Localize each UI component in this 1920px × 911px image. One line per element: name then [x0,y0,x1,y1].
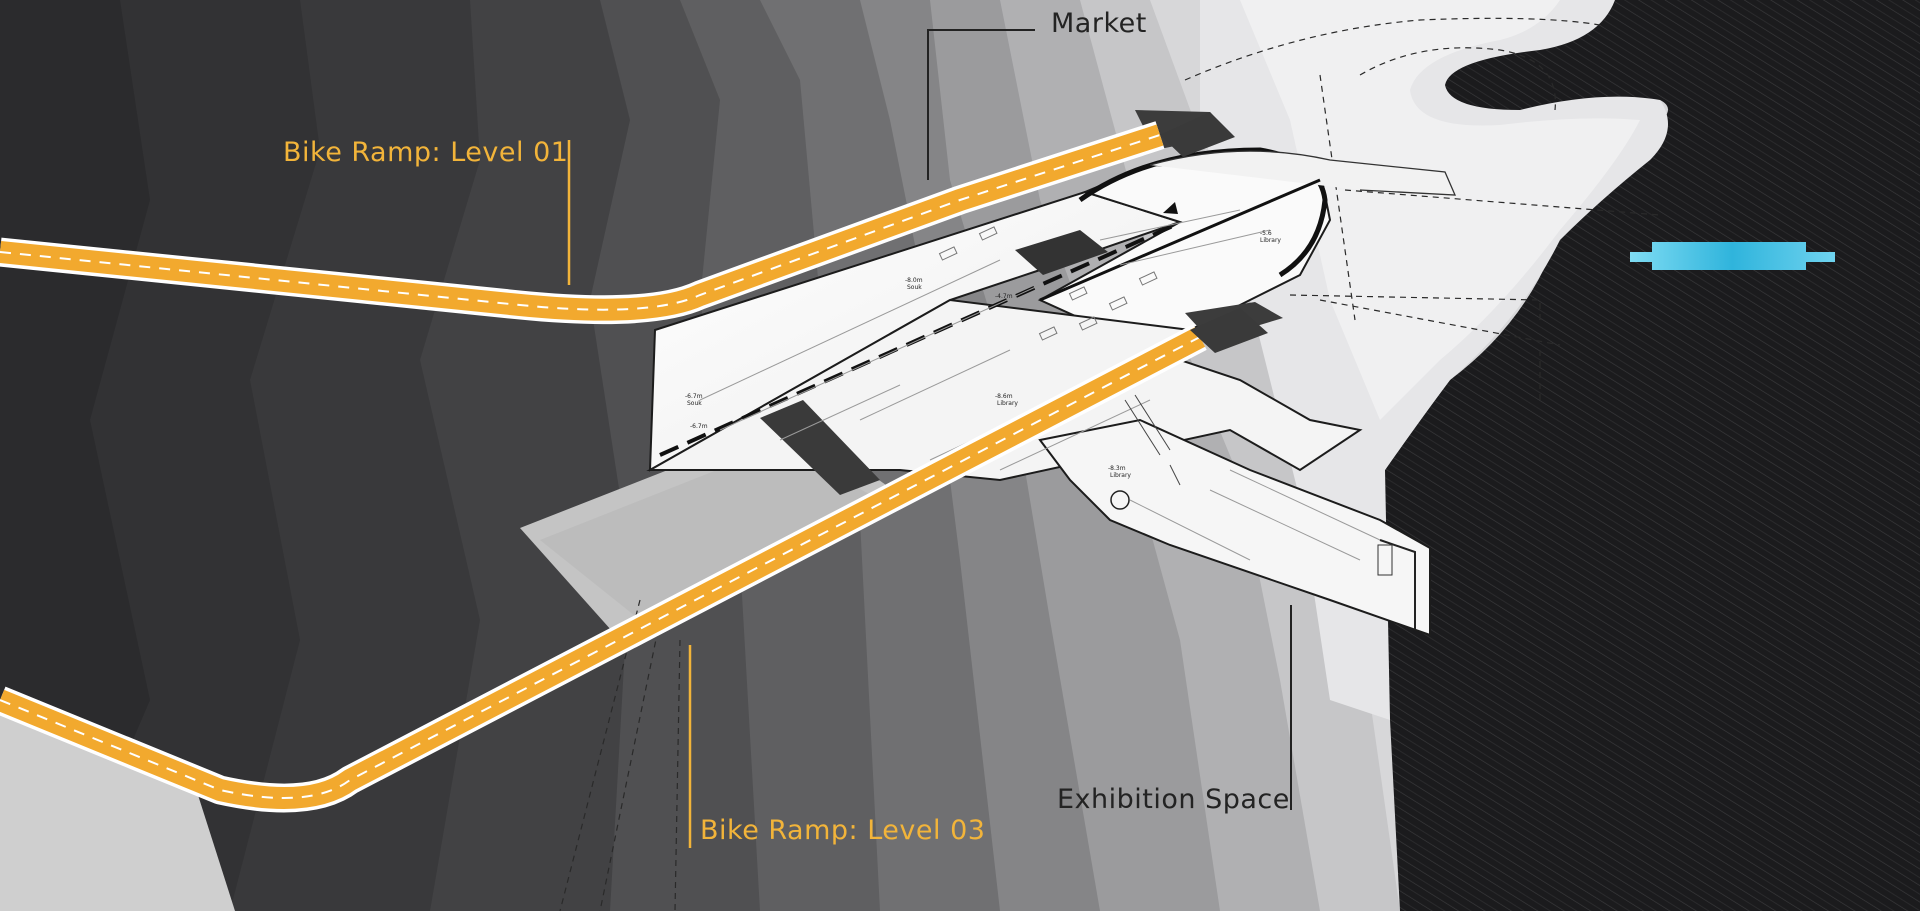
water-feature [1630,242,1835,270]
svg-text:Library: Library [1110,472,1131,479]
svg-text:-8.0m: -8.0m [905,277,923,284]
building [646,110,1457,637]
svg-text:Souk: Souk [907,284,922,291]
svg-text:-8.6m: -8.6m [995,393,1013,400]
bike-ramps [0,112,1268,813]
svg-text:-8.3m: -8.3m [1108,465,1126,472]
plan-tag: -4.7m [995,293,1013,300]
plan-tag: -8.6m Library [995,393,1018,407]
plan-tag: -5.6 Library [1260,230,1281,244]
exhibition-space-label: Exhibition Space [1057,784,1290,815]
svg-text:-5.6: -5.6 [1260,230,1272,237]
svg-text:Library: Library [1260,237,1281,244]
dashed-outlines [559,17,1661,911]
svg-text:Library: Library [997,400,1018,407]
plan-tag: -6.7m [690,423,708,430]
svg-text:-4.7m: -4.7m [995,293,1013,300]
market-leader [927,29,1035,180]
leader-lines [567,29,1292,848]
bike-ramp-level-03-label: Bike Ramp: Level 03 [700,815,986,846]
plan-tag: -8.0m Souk [905,277,923,291]
plan-tag: -6.7m Souk [685,393,703,407]
svg-text:-6.7m: -6.7m [690,423,708,430]
svg-text:Souk: Souk [687,400,702,407]
plan-tags: -8.0m Souk -4.7m -5.6 Library -6.7m Souk… [685,230,1281,479]
market-label: Market [1051,8,1147,39]
svg-text:-6.7m: -6.7m [685,393,703,400]
plan-tag: -8.3m Library [1108,465,1131,479]
bike-ramp-level-01-label: Bike Ramp: Level 01 [283,137,569,168]
